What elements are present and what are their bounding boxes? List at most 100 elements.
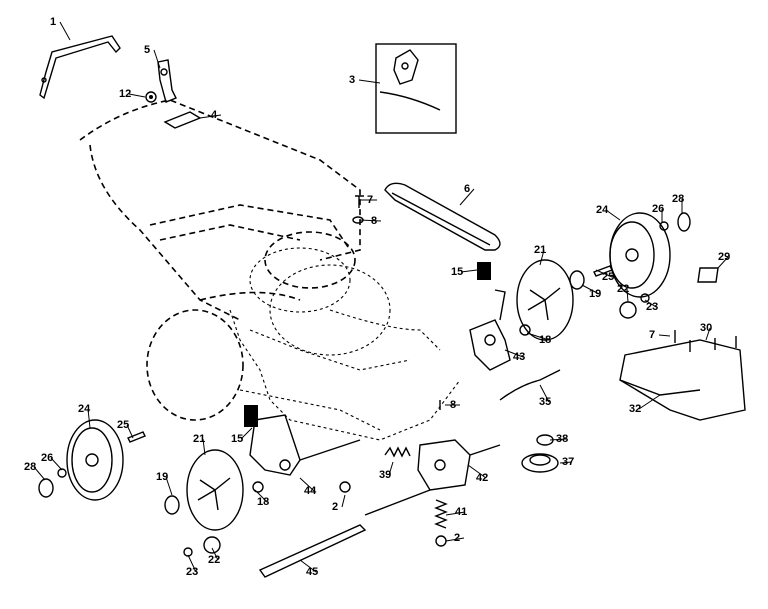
part-23-clip-right bbox=[640, 293, 650, 303]
callout-label-c7b: 7 bbox=[649, 329, 655, 341]
callout-leader-c1 bbox=[59, 21, 71, 41]
callout-label-c23a: 23 bbox=[646, 301, 658, 313]
callout-leader-c37 bbox=[559, 461, 573, 464]
callout-leader-c23a bbox=[644, 299, 657, 308]
callout-label-c19a: 19 bbox=[589, 288, 601, 300]
callout-leader-c15b bbox=[240, 427, 253, 440]
part-15-spring-upper bbox=[477, 262, 491, 280]
callout-leader-c39 bbox=[388, 461, 394, 476]
callout-leader-c3 bbox=[358, 79, 381, 84]
part-35-cable bbox=[499, 369, 561, 401]
callout-leader-c7b bbox=[658, 334, 671, 337]
part-24-wheel-right bbox=[609, 212, 671, 298]
callout-label-c43: 43 bbox=[513, 351, 525, 363]
callout-leader-c24b bbox=[87, 408, 91, 429]
part-37-pulley bbox=[521, 453, 559, 473]
part-22-gear-left bbox=[203, 536, 221, 554]
callout-leader-c28b bbox=[33, 466, 46, 481]
part-6-belt bbox=[384, 182, 501, 251]
callout-label-c3: 3 bbox=[349, 74, 355, 86]
callout-label-c21b: 21 bbox=[193, 433, 205, 445]
callout-leader-c18a bbox=[526, 332, 550, 341]
callout-label-c42: 42 bbox=[476, 472, 488, 484]
callout-leader-c8a bbox=[359, 219, 382, 222]
callout-label-c30: 30 bbox=[700, 322, 712, 334]
part-26-cap-right bbox=[659, 221, 669, 231]
callout-leader-c30 bbox=[705, 327, 711, 341]
part-42-gearbox bbox=[417, 439, 501, 491]
callout-leader-c44 bbox=[299, 477, 315, 492]
deck-wheel-hatched-upper bbox=[264, 231, 356, 289]
callout-leader-c2b bbox=[341, 494, 346, 508]
callout-label-c7a: 7 bbox=[367, 194, 373, 206]
callout-label-c22b: 22 bbox=[208, 554, 220, 566]
part-41-spring bbox=[434, 499, 448, 529]
part-29-label bbox=[697, 267, 719, 283]
callout-leader-c22a bbox=[626, 288, 629, 303]
part-21-cover-upper bbox=[516, 259, 574, 341]
part-28-hubcap-left bbox=[38, 478, 54, 498]
callout-leader-c12 bbox=[128, 93, 146, 98]
callout-leader-c2a bbox=[445, 537, 465, 542]
callout-label-c24b: 24 bbox=[78, 403, 91, 415]
callout-label-c5: 5 bbox=[144, 44, 150, 56]
callout-label-c41: 41 bbox=[455, 506, 467, 518]
callout-label-c25b: 25 bbox=[117, 419, 129, 431]
callout-leader-c22b bbox=[211, 547, 219, 561]
callout-leader-c42 bbox=[467, 464, 487, 479]
callout-label-c12: 12 bbox=[119, 88, 131, 100]
part-30-screws bbox=[689, 336, 737, 352]
callout-label-c18b: 18 bbox=[257, 496, 269, 508]
part-12-nut bbox=[145, 91, 157, 103]
mower-deck-outline bbox=[79, 99, 461, 441]
callout-label-c23b: 23 bbox=[186, 566, 198, 578]
callout-label-c18a: 18 bbox=[539, 334, 551, 346]
callout-label-c35: 35 bbox=[539, 396, 551, 408]
part-18-bearing-upper bbox=[519, 324, 531, 336]
part-39-spring bbox=[384, 446, 411, 458]
part-25-axle-right bbox=[593, 265, 613, 277]
part-19-washer-left bbox=[164, 495, 180, 515]
callout-label-c28a: 28 bbox=[672, 193, 684, 205]
part-4-plate bbox=[163, 111, 202, 129]
part-22-gear-right bbox=[619, 301, 637, 319]
callout-leader-c19b bbox=[165, 476, 173, 496]
callout-leader-c43 bbox=[504, 349, 524, 358]
callout-leader-c35 bbox=[539, 384, 550, 403]
part-18-bearing-lower bbox=[252, 481, 264, 493]
part-23-clip-left bbox=[183, 547, 193, 557]
part-44-bracket bbox=[249, 414, 361, 476]
callout-label-c21a: 21 bbox=[534, 244, 546, 256]
callout-leader-c5 bbox=[153, 49, 161, 69]
callout-leader-c25a bbox=[595, 269, 613, 278]
callout-label-c45: 45 bbox=[306, 566, 318, 578]
callout-label-c25a: 25 bbox=[602, 271, 614, 283]
part-21-cover-lower bbox=[186, 449, 244, 531]
callout-leader-c32 bbox=[638, 394, 661, 410]
callout-label-c39: 39 bbox=[379, 469, 391, 481]
callout-leader-c19a bbox=[581, 284, 600, 295]
callout-label-c2b: 2 bbox=[332, 501, 338, 513]
callout-leader-c26b bbox=[50, 457, 63, 471]
callout-label-c2a: 2 bbox=[454, 532, 460, 544]
callout-label-c26a: 26 bbox=[652, 203, 664, 215]
callout-leader-c23b bbox=[187, 554, 197, 573]
callout-leader-c4 bbox=[199, 114, 222, 119]
part-45-shaft bbox=[258, 489, 431, 578]
callout-label-c37: 37 bbox=[562, 456, 574, 468]
deck-wheel-hatched-left bbox=[146, 309, 244, 421]
callout-label-c22a: 22 bbox=[617, 283, 629, 295]
callout-label-c8b: 8 bbox=[450, 399, 456, 411]
callout-label-c28b: 28 bbox=[24, 461, 36, 473]
callout-leader-c21a bbox=[539, 249, 545, 266]
callout-label-c19b: 19 bbox=[156, 471, 168, 483]
callout-label-c6: 6 bbox=[464, 183, 470, 195]
part-28-hubcap-right bbox=[677, 212, 691, 232]
callout-leader-c6 bbox=[459, 188, 475, 206]
part-2-nut-upper bbox=[339, 481, 351, 493]
callout-leader-c45 bbox=[299, 559, 317, 573]
callout-leader-c21b bbox=[202, 438, 206, 456]
callout-label-c15b: 15 bbox=[231, 433, 243, 445]
callout-label-c24a: 24 bbox=[596, 204, 609, 216]
